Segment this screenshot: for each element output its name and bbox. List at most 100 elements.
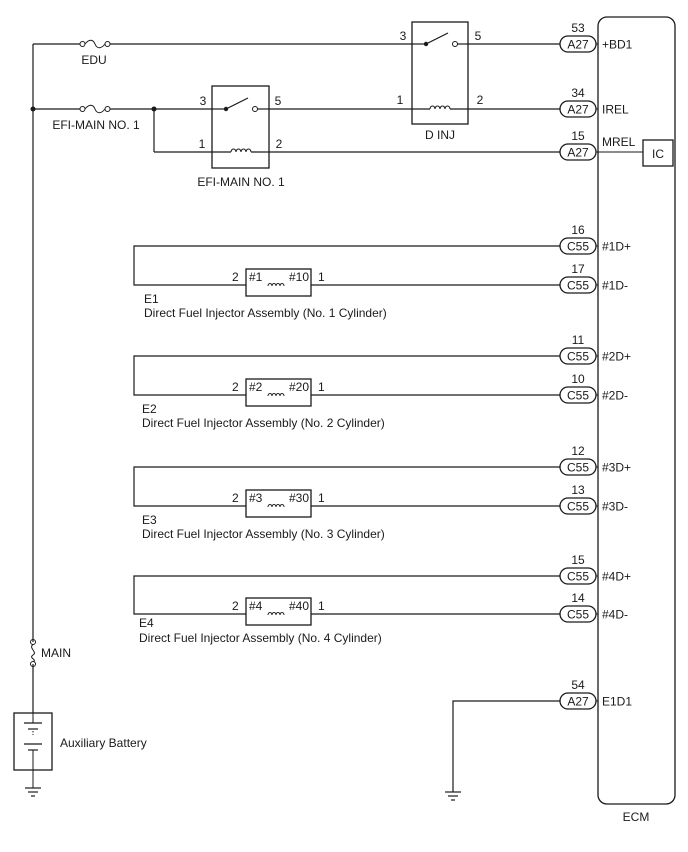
efi-relay-pin-2: 2 (276, 137, 283, 151)
main-fuse-label: MAIN (41, 646, 71, 660)
ecm-connector-code: C55 (567, 240, 589, 254)
ecm-pin-number: 14 (571, 591, 585, 605)
ecm-pin-number: 10 (571, 372, 585, 386)
ecm-connector-code: C55 (567, 608, 589, 622)
injector-e2-box (245, 378, 312, 407)
d-inj-pin-1: 1 (397, 93, 404, 107)
injector-e4: #4 #40 2 1 E4 Direct Fuel Injector Assem… (133, 575, 560, 645)
ecm-body (597, 16, 676, 805)
injector-e1: #1 #10 2 1 E1 Direct Fuel Injector Assem… (133, 245, 560, 320)
injector-e3-term-a: #3 (249, 491, 263, 505)
ecm-pin-number: 11 (572, 333, 585, 347)
efi-relay-pin-1: 1 (199, 137, 206, 151)
ecm-connector-code: A27 (567, 38, 589, 52)
injector-e4-pin-right: 1 (318, 599, 325, 613)
injector-e4-coil-icon (267, 612, 285, 616)
edu-fuse-element (84, 39, 106, 49)
ecm-pin-number: 54 (571, 678, 585, 692)
ecm-pin-number: 12 (571, 444, 585, 458)
d-inj-switch-blade (425, 32, 449, 45)
injector-e4-pin-left: 2 (232, 599, 239, 613)
ecm-connector-code: C55 (567, 500, 589, 514)
injector-e1-pin-right: 1 (318, 270, 325, 284)
ecm-pin-number: 16 (571, 223, 585, 237)
injector-e3-term-b: #30 (289, 491, 309, 505)
ecm-pin-number: 15 (571, 129, 585, 143)
efi-main-relay-label: EFI-MAIN NO. 1 (197, 175, 285, 189)
ecm-connector-code: C55 (567, 389, 589, 403)
ecm-connector-code: C55 (567, 461, 589, 475)
injector-e3-description: Direct Fuel Injector Assembly (No. 3 Cyl… (142, 527, 385, 541)
ecm-pin-number: 53 (571, 21, 585, 35)
d-inj-pin-3: 3 (400, 29, 407, 43)
injector-e3-pin-right: 1 (318, 491, 325, 505)
ecm-pin-number: 17 (571, 262, 585, 276)
ecm-signal-name: MREL (602, 135, 636, 149)
ecm-signal-name: E1D1 (602, 695, 632, 709)
injector-e1-coil-icon (267, 283, 285, 287)
efi-fuse-label: EFI-MAIN NO. 1 (52, 118, 140, 132)
ecm-ic-label: IC (652, 147, 664, 161)
d-inj-pin-5: 5 (475, 29, 482, 43)
injector-e1-box (245, 268, 312, 297)
injector-e2-coil-icon (267, 393, 285, 397)
injector-e3-box (245, 489, 312, 518)
injector-e4-description: Direct Fuel Injector Assembly (No. 4 Cyl… (139, 631, 382, 645)
injector-e1-pin-left: 2 (232, 270, 239, 284)
ecm-connector-code: A27 (567, 146, 589, 160)
ecm-signal-name: #3D- (602, 500, 628, 514)
injector-e4-id: E4 (139, 616, 154, 630)
injector-e3: #3 #30 2 1 E3 Direct Fuel Injector Assem… (133, 466, 560, 541)
ecm-connector-code: C55 (567, 279, 589, 293)
main-fuse-element (31, 644, 35, 662)
efi-main-relay-box (211, 85, 270, 169)
ecm-signal-name: +BD1 (602, 38, 633, 52)
battery-label: Auxiliary Battery (60, 736, 147, 750)
injector-e2-description: Direct Fuel Injector Assembly (No. 2 Cyl… (142, 416, 385, 430)
injector-e1-term-a: #1 (249, 270, 263, 284)
d-inj-coil-icon (429, 105, 451, 110)
injector-e2-pin-right: 1 (318, 380, 325, 394)
ecm-ground-wire (452, 700, 560, 792)
ecm-signal-name: #3D+ (602, 461, 631, 475)
injector-e2-id: E2 (142, 402, 157, 416)
ecm-signal-name: #2D- (602, 389, 628, 403)
efi-switch-blade (225, 97, 249, 110)
d-inj-pin-2: 2 (477, 93, 484, 107)
injector-e3-pin-left: 2 (232, 491, 239, 505)
ecm-signal-name: #1D- (602, 279, 628, 293)
ecm-label: ECM (623, 810, 650, 824)
ecm-connector-code: A27 (567, 103, 589, 117)
efi-fuse-terminal-left (79, 106, 86, 112)
injector-e4-box (245, 597, 312, 626)
efi-fuse-element (84, 104, 106, 114)
ecm-connector-code: C55 (567, 350, 589, 364)
efi-relay-pin-3: 3 (200, 94, 207, 108)
injector-e3-coil-icon (267, 504, 285, 508)
injector-e1-term-b: #10 (289, 270, 309, 284)
ecm-ic-box (642, 139, 674, 167)
d-inj-relay-label: D INJ (425, 128, 455, 142)
injector-e4-term-a: #4 (249, 599, 263, 613)
main-fuse-terminal-bottom (30, 661, 36, 667)
ecm-signal-name: #1D+ (602, 240, 631, 254)
ecm-signal-name: #4D- (602, 608, 628, 622)
efi-coil-icon (230, 148, 252, 153)
edu-fuse-label: EDU (81, 53, 106, 67)
injector-e2-term-b: #20 (289, 380, 309, 394)
ecm-signal-name: #4D+ (602, 570, 631, 584)
injector-e1-description: Direct Fuel Injector Assembly (No. 1 Cyl… (144, 306, 387, 320)
ecm-signal-name: #2D+ (602, 350, 631, 364)
ecm-signal-name: IREL (602, 103, 629, 117)
injector-e2-term-a: #2 (249, 380, 263, 394)
ecm-pin-number: 13 (571, 483, 585, 497)
ecm-connector-code: A27 (567, 695, 589, 709)
injector-e1-id: E1 (144, 292, 159, 306)
injector-e2-pin-left: 2 (232, 380, 239, 394)
injector-e2: #2 #20 2 1 E2 Direct Fuel Injector Assem… (133, 355, 560, 430)
edu-fuse-terminal-right (104, 41, 111, 47)
edu-fuse-terminal-left (79, 41, 86, 47)
injector-e3-id: E3 (142, 513, 157, 527)
